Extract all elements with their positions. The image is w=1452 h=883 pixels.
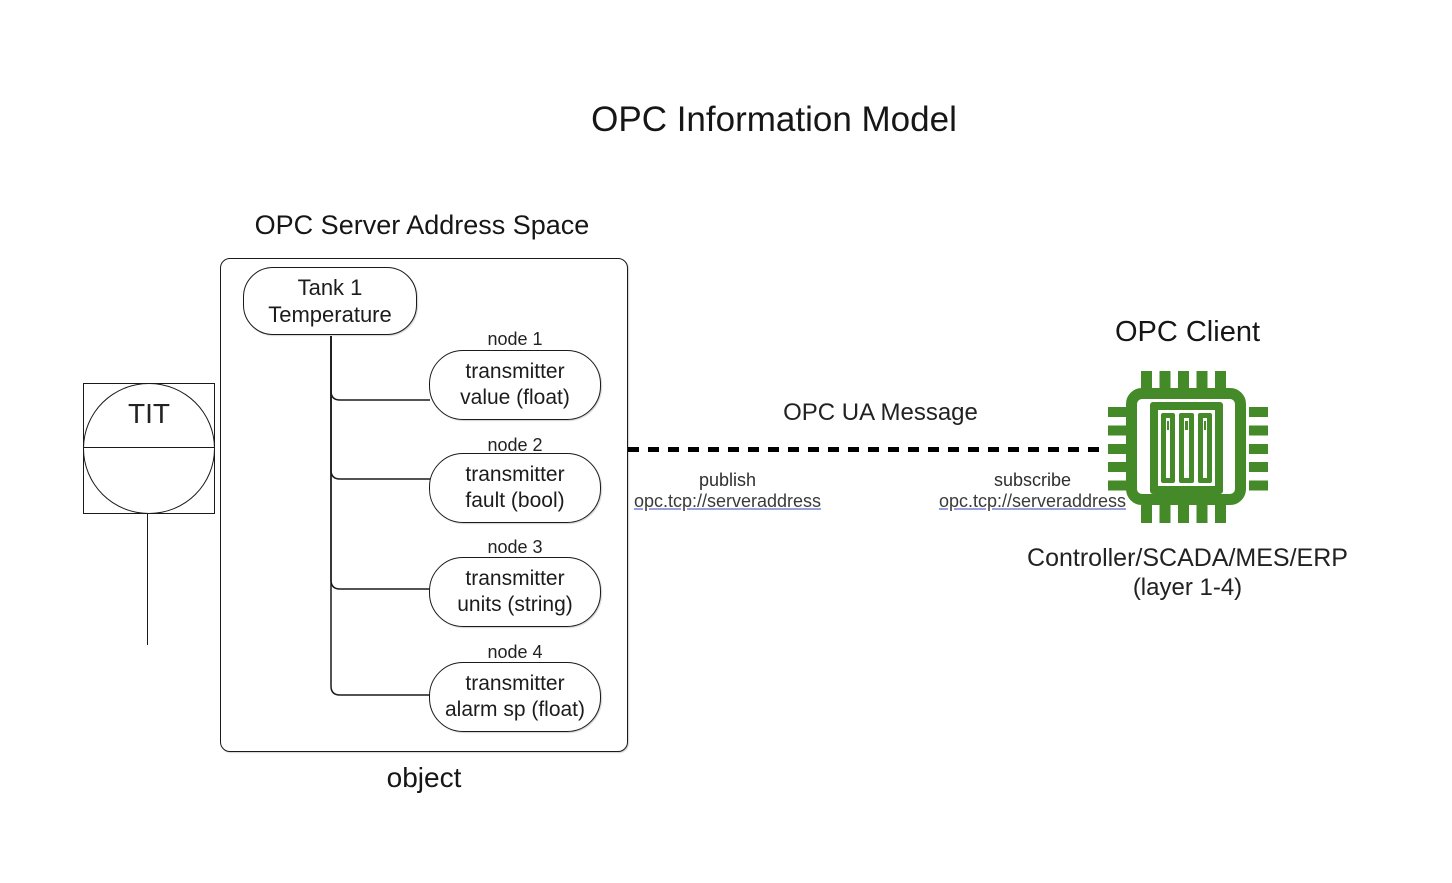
opc-ua-dashed-connection-line bbox=[628, 447, 1110, 452]
subscribe-action-label: subscribe bbox=[993, 470, 1072, 490]
chip-pins-right bbox=[1249, 407, 1268, 491]
chip-memory-slot bbox=[1161, 413, 1176, 483]
chip-slot-cell bbox=[1185, 421, 1188, 430]
instrument-tag: TIT bbox=[128, 398, 170, 429]
client-caption: Controller/SCADA/MES/ERP (layer 1-4) bbox=[1025, 544, 1350, 602]
node2-transmitter-fault: transmitter fault (bool) bbox=[429, 453, 601, 523]
instrument-circle bbox=[83, 383, 215, 514]
publish-endpoint: publish opc.tcp://serveraddress bbox=[625, 470, 830, 512]
node3-line2: units (string) bbox=[457, 593, 573, 616]
publish-action-label: publish bbox=[698, 470, 757, 490]
node4-line1: transmitter bbox=[465, 672, 565, 695]
node3-label: node 3 bbox=[487, 537, 543, 557]
chip-slot-cell bbox=[1167, 421, 1170, 430]
node1-line2: value (float) bbox=[460, 386, 570, 409]
node2-line1: transmitter bbox=[465, 463, 565, 486]
chip-memory-slot bbox=[1197, 413, 1212, 483]
chip-pins-top bbox=[1141, 371, 1227, 389]
node3-line1: transmitter bbox=[465, 567, 565, 590]
opc-ua-message-label: OPC UA Message bbox=[783, 399, 978, 426]
node4-label: node 4 bbox=[487, 642, 543, 662]
subscribe-endpoint: subscribe opc.tcp://serveraddress bbox=[930, 470, 1135, 512]
node1-line1: transmitter bbox=[465, 360, 565, 383]
instrument-divider-line bbox=[83, 447, 215, 448]
node3-transmitter-units: transmitter units (string) bbox=[429, 557, 601, 627]
object-caption: object bbox=[386, 762, 462, 793]
chip-slot-cell bbox=[1203, 421, 1206, 430]
subscribe-address-link[interactable]: opc.tcp://serveraddress bbox=[938, 491, 1127, 511]
chip-pins-left bbox=[1108, 407, 1127, 491]
page-title: OPC Information Model bbox=[591, 100, 957, 139]
client-caption-line2: (layer 1-4) bbox=[1132, 574, 1243, 601]
microchip-icon bbox=[1108, 371, 1268, 523]
root-node-line2: Temperature bbox=[268, 302, 392, 327]
node2-line2: fault (bool) bbox=[465, 489, 565, 512]
instrument-process-line bbox=[147, 514, 148, 645]
chip-memory-slot bbox=[1179, 413, 1194, 483]
chip-inner-frame bbox=[1150, 402, 1223, 494]
node1-label: node 1 bbox=[487, 329, 543, 349]
node2-label: node 2 bbox=[487, 435, 543, 455]
node4-line2: alarm sp (float) bbox=[444, 698, 586, 721]
node4-transmitter-alarm-sp: transmitter alarm sp (float) bbox=[429, 662, 601, 732]
root-node-tank1-temperature: Tank 1 Temperature bbox=[243, 267, 417, 335]
publish-address-link[interactable]: opc.tcp://serveraddress bbox=[633, 491, 822, 511]
client-caption-line1: Controller/SCADA/MES/ERP bbox=[1027, 544, 1348, 572]
server-address-space-heading: OPC Server Address Space bbox=[254, 210, 590, 240]
chip-pins-bottom bbox=[1141, 505, 1227, 523]
root-node-line1: Tank 1 bbox=[297, 275, 363, 300]
opc-client-heading: OPC Client bbox=[1114, 316, 1261, 348]
node1-transmitter-value: transmitter value (float) bbox=[429, 350, 601, 420]
